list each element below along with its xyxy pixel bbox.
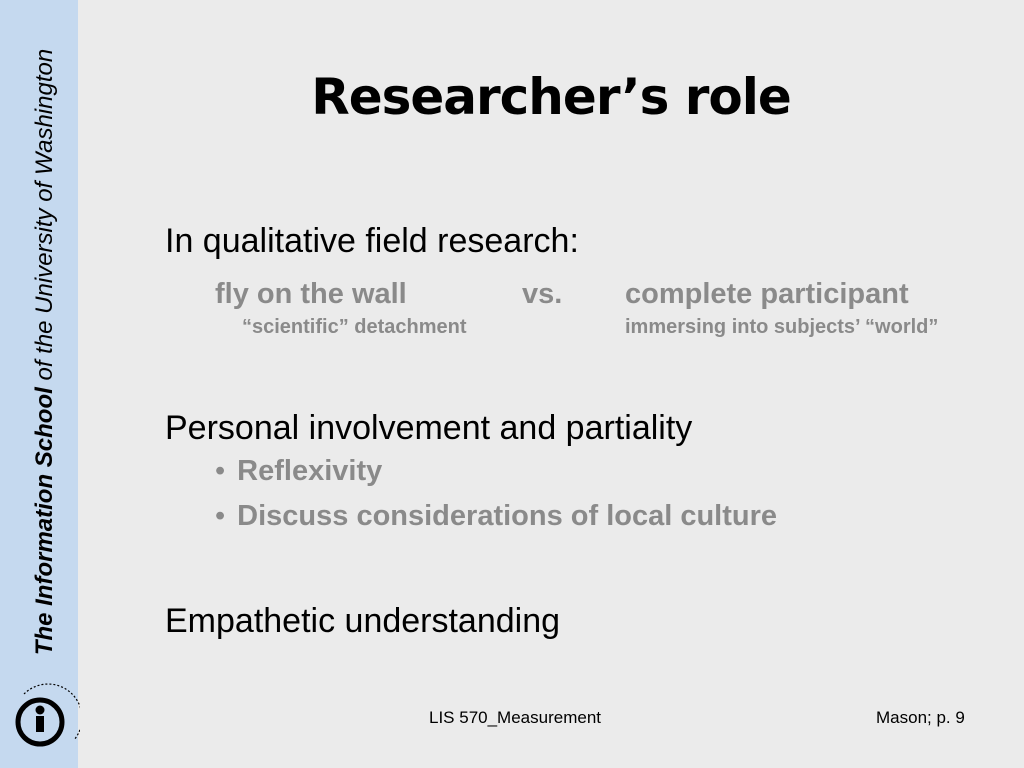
bullet-text: Reflexivity: [237, 455, 383, 487]
footer-source: Mason; p. 9: [876, 708, 965, 727]
sidebar-caption: The Information School of the University…: [31, 49, 59, 655]
section-heading-empathetic: Empathetic understanding: [165, 602, 561, 640]
bullet-dot-icon: •: [215, 500, 226, 532]
footer-course: LIS 570_Measurement: [429, 708, 601, 727]
sidebar-band: The Information School of the University…: [0, 0, 80, 768]
bullet-text: Discuss considerations of local culture: [237, 500, 778, 532]
section-heading-qualitative: In qualitative field research:: [165, 222, 579, 260]
bullet-item: • Reflexivity: [215, 455, 382, 488]
desc-immersing: immersing into subjects’ “world”: [625, 316, 939, 338]
term-vs: vs.: [522, 278, 563, 310]
term-complete-participant: complete participant: [625, 278, 909, 310]
section-heading-personal: Personal involvement and partiality: [165, 409, 693, 447]
slide-title: Researcher’s role: [311, 68, 792, 126]
bullet-item: • Discuss considerations of local culture: [215, 500, 777, 533]
sidebar-caption-strong: The Information School: [31, 387, 58, 656]
term-fly-on-the-wall: fly on the wall: [215, 278, 407, 310]
desc-scientific-detachment: “scientific” detachment: [242, 316, 467, 338]
sidebar-caption-rest: of the University of Washington: [31, 48, 58, 388]
ischool-logo-icon: [15, 683, 80, 747]
bullet-dot-icon: •: [215, 455, 226, 487]
